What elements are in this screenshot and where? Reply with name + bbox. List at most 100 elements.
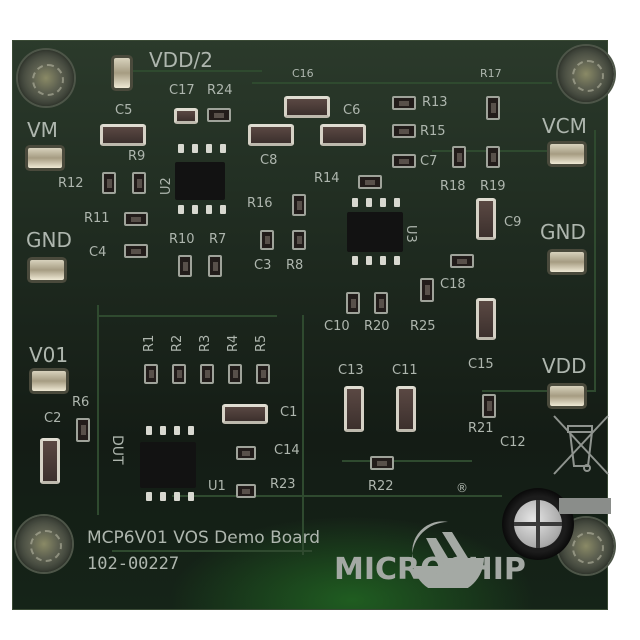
terminal-label-vdd: VDD xyxy=(542,354,587,378)
trace xyxy=(252,82,552,84)
resistor-r21 xyxy=(482,394,496,418)
ic-pin xyxy=(366,256,372,265)
ic-pin xyxy=(160,426,166,435)
microchip-wordmark: MICROCHIP xyxy=(334,552,526,587)
ic-pin xyxy=(220,144,226,153)
label-c8: C8 xyxy=(260,153,278,168)
label-r25: R25 xyxy=(410,319,436,334)
mounting-hole-icon xyxy=(18,50,74,106)
resistor-r8 xyxy=(292,230,306,250)
terminal-pad-vdd[interactable] xyxy=(550,386,584,406)
terminal-pad-gnd-right[interactable] xyxy=(550,252,584,272)
resistor-r19 xyxy=(486,146,500,168)
ic-pin xyxy=(380,256,386,265)
capacitor-c10 xyxy=(346,292,360,314)
resistor-r16 xyxy=(292,194,306,216)
terminal-pad-vdd2[interactable] xyxy=(114,58,130,88)
registered-mark: ® xyxy=(456,481,468,495)
capacitor-c5 xyxy=(100,124,146,146)
label-c16: C16 xyxy=(292,67,314,80)
capacitor-c3 xyxy=(260,230,274,250)
capacitor-c9 xyxy=(476,198,496,240)
trace xyxy=(594,130,596,390)
label-r23: R23 xyxy=(270,477,296,492)
ic-pin xyxy=(366,198,372,207)
label-c13: C13 xyxy=(338,363,364,378)
mounting-hole-icon xyxy=(16,516,72,572)
ic-label-dut: DUT xyxy=(109,435,125,465)
board-part-number: 102-00227 xyxy=(87,554,180,574)
terminal-pad-vm[interactable] xyxy=(28,148,62,168)
terminal-pad-gnd-left[interactable] xyxy=(30,260,64,280)
resistor-r5 xyxy=(256,364,270,384)
capacitor-c1 xyxy=(222,404,268,424)
terminal-label-vm: VM xyxy=(27,118,58,142)
capacitor-c18 xyxy=(450,254,474,268)
resistor-r4 xyxy=(228,364,242,384)
trace xyxy=(112,70,262,72)
resistor-r9 xyxy=(132,172,146,194)
trace xyxy=(112,550,312,552)
label-c2: C2 xyxy=(44,411,62,426)
label-r7: R7 xyxy=(209,232,227,247)
ic-pin xyxy=(394,256,400,265)
ic-label-u2: U2 xyxy=(159,177,174,195)
label-r11: R11 xyxy=(84,211,110,226)
label-c11: C11 xyxy=(392,363,418,378)
resistor-r18 xyxy=(452,146,466,168)
ic-pin xyxy=(188,492,194,501)
crossed-out-wheelie-bin-icon xyxy=(553,415,609,475)
label-r1: R1 xyxy=(142,334,157,352)
label-r14: R14 xyxy=(314,171,340,186)
label-r12: R12 xyxy=(58,176,84,191)
ic-pin xyxy=(174,492,180,501)
mounting-hole-icon xyxy=(558,46,614,102)
capacitor-c2 xyxy=(40,438,60,484)
label-r9: R9 xyxy=(128,149,146,164)
ic-pin xyxy=(192,205,198,214)
terminal-label-v01: V01 xyxy=(29,343,69,367)
ic-label-u3: U3 xyxy=(403,225,418,243)
capacitor-c13 xyxy=(344,386,364,432)
resistor-r23 xyxy=(236,484,256,498)
resistor-r13 xyxy=(392,96,416,110)
label-c14: C14 xyxy=(274,443,300,458)
board-title: MCP6V01 VOS Demo Board xyxy=(87,528,321,548)
label-c1: C1 xyxy=(280,405,298,420)
resistor-r7 xyxy=(208,255,222,277)
ic-pin xyxy=(188,426,194,435)
label-c9: C9 xyxy=(504,215,522,230)
ic-pin xyxy=(380,198,386,207)
label-r17: R17 xyxy=(480,67,502,80)
ic-pin xyxy=(352,198,358,207)
resistor-r2 xyxy=(172,364,186,384)
capacitor-c7 xyxy=(392,154,416,168)
pcb-board: VDD/2 VM GND V01 VCM GND VDD U2 U3 U1 DU… xyxy=(12,40,614,610)
label-r3: R3 xyxy=(198,334,213,352)
capacitor-c16 xyxy=(284,96,330,118)
microchip-logo-icon xyxy=(412,521,484,588)
resistor-r12 xyxy=(102,172,116,194)
trace xyxy=(97,315,277,317)
capacitor-c8 xyxy=(248,124,294,146)
terminal-pad-vcm[interactable] xyxy=(550,144,584,164)
label-r22: R22 xyxy=(368,479,394,494)
resistor-r6 xyxy=(76,418,90,442)
label-c7: C7 xyxy=(420,154,438,169)
trace xyxy=(97,305,99,515)
label-r2: R2 xyxy=(170,334,185,352)
label-c6: C6 xyxy=(343,103,361,118)
trace xyxy=(482,390,596,392)
label-r10: R10 xyxy=(169,232,195,247)
trace xyxy=(172,495,502,497)
resistor-r11 xyxy=(124,212,148,226)
resistor-r22 xyxy=(370,456,394,470)
label-r21: R21 xyxy=(468,421,494,436)
ic-pin xyxy=(352,256,358,265)
ic-pin xyxy=(394,198,400,207)
resistor-r10 xyxy=(178,255,192,277)
capacitor-c17 xyxy=(174,108,198,124)
resistor-r3 xyxy=(200,364,214,384)
terminal-pad-v01[interactable] xyxy=(32,371,66,391)
ic-pin xyxy=(146,492,152,501)
